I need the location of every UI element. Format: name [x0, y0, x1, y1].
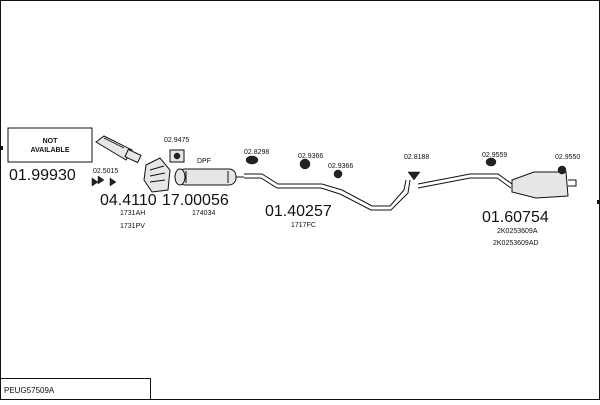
- hardware-label-5: 02.9366: [328, 163, 353, 170]
- dpf-illustration: [174, 168, 244, 186]
- middle-pipe-illustration: [244, 173, 411, 211]
- left-edge-marker: [0, 146, 3, 150]
- not-available-box: [7, 127, 93, 163]
- not-available-line-1: NOT: [43, 138, 59, 145]
- mount-icon-1: [407, 171, 421, 181]
- hardware-label-2: 02.5015: [93, 168, 118, 175]
- not-available-line-2: AVAILABLE: [30, 147, 69, 154]
- rear-silencer-illustration: [417, 171, 577, 199]
- dpf-label: DPF: [197, 158, 211, 165]
- not-available-part-number: 01.99930: [9, 167, 76, 184]
- hardware-label-8: 02.9550: [555, 154, 580, 161]
- part-ref-middle-1: 1717FC: [291, 222, 316, 229]
- hardware-label-1: 02.9475: [164, 137, 189, 144]
- hardware-label-4: 02.9366: [298, 153, 323, 160]
- part-ref-front-2: 1731PV: [120, 223, 145, 230]
- part-ref-rear-2: 2K0253609AD: [493, 240, 539, 247]
- bolt-set-icon: [91, 175, 117, 187]
- part-ref-front-1: 1731AH: [120, 210, 145, 217]
- part-number-dpf: 17.00056: [162, 192, 229, 209]
- catalyst-illustration: [143, 157, 171, 193]
- front-pipe-illustration: [95, 135, 142, 164]
- hanger-icon-3: [333, 169, 343, 179]
- part-ref-rear-1: 2K0253609A: [497, 228, 538, 235]
- mount-icon-3: [557, 165, 567, 175]
- part-number-rear: 01.60754: [482, 209, 549, 226]
- hanger-icon-2: [299, 158, 311, 170]
- hardware-label-6: 02.8188: [404, 154, 429, 161]
- diagram-code: PEUG57509A: [4, 386, 55, 395]
- right-edge-marker: [597, 200, 600, 204]
- mount-icon-2: [485, 157, 497, 167]
- hardware-label-7: 02.9559: [482, 152, 507, 159]
- part-ref-dpf-1: 174034: [192, 210, 215, 217]
- hardware-label-3: 02.8298: [244, 149, 269, 156]
- part-number-front: 04.4110: [100, 192, 157, 209]
- hanger-icon-1: [245, 155, 259, 165]
- clamp-bolt-icon: [173, 152, 181, 160]
- part-number-middle: 01.40257: [265, 203, 332, 220]
